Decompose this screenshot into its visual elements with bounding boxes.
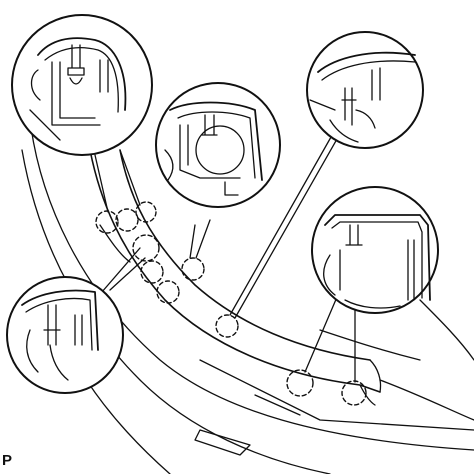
clip-marker-9	[286, 369, 314, 397]
callout-bottom-left	[6, 276, 124, 394]
clip-marker-3	[135, 201, 157, 223]
clip-marker-5	[140, 260, 164, 284]
clip-marker-4	[132, 234, 160, 262]
clip-marker-1	[95, 210, 119, 234]
clip-marker-8	[215, 314, 239, 338]
clip-marker-2	[115, 208, 139, 232]
callout-mid-right	[311, 186, 439, 314]
clip-marker-7	[181, 257, 205, 281]
clip-marker-10	[341, 380, 367, 406]
clip-marker-6	[156, 280, 180, 304]
callout-top-right	[306, 31, 424, 149]
pillar-garnish	[89, 149, 382, 406]
clip-markers	[95, 201, 367, 406]
leader-lines	[94, 124, 356, 383]
callout-top-center	[155, 82, 281, 208]
callout-top-left	[11, 14, 153, 156]
figure-corner-label: P	[2, 452, 13, 469]
